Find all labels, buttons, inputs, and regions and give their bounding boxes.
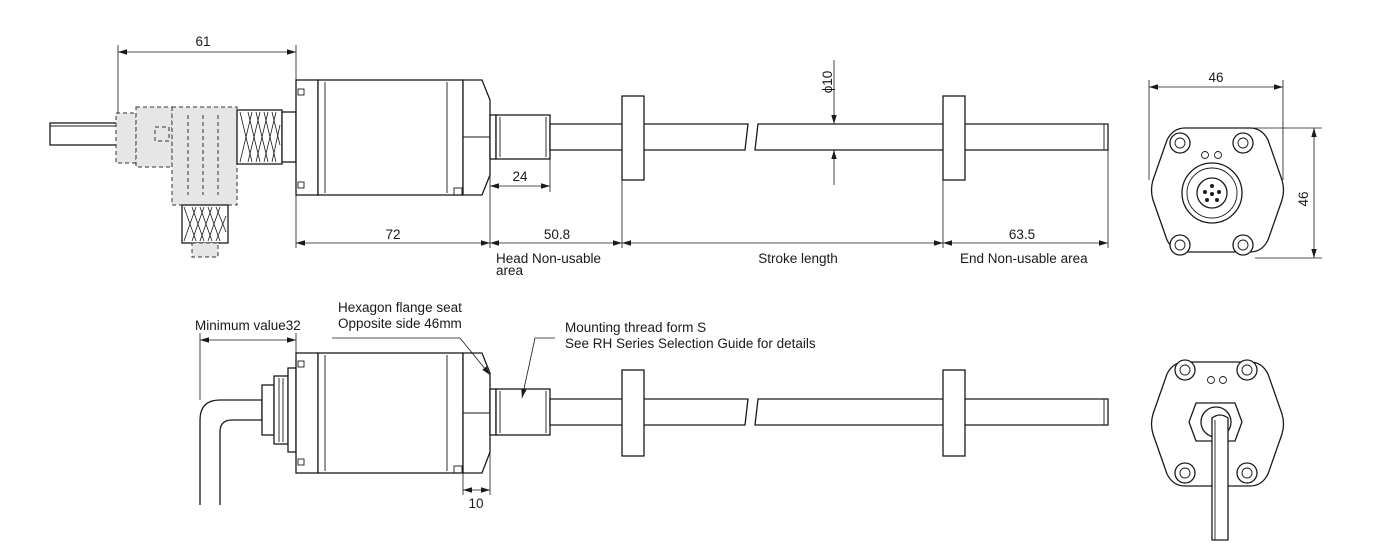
top-view-sensor	[49, 79, 1109, 258]
position-magnet-head	[621, 95, 645, 181]
magnet-bottom-head	[621, 369, 645, 457]
lower-knurled-nut	[181, 204, 229, 244]
dim-24-label: 24	[512, 169, 528, 184]
stroke-length-label: Stroke length	[758, 251, 838, 266]
angled-connector-body	[171, 106, 238, 206]
bottom-dimensions: Minimum value32 10 Hexagon flange seat O…	[195, 300, 816, 511]
sensor-head-housing	[317, 79, 464, 196]
bent-cable	[199, 399, 263, 505]
end-non-usable-label: End Non-usable area	[960, 251, 1088, 266]
connector-knurled-nut	[236, 109, 283, 165]
measuring-rod-bottom	[754, 398, 1109, 426]
bottom-view-sensor	[199, 352, 1109, 505]
cable-end-view	[1211, 414, 1229, 541]
measuring-rod-end	[754, 123, 1109, 151]
position-magnet-end	[942, 95, 966, 181]
hex-flange-label-1: Hexagon flange seat	[338, 300, 462, 315]
min-value-label: Minimum value32	[195, 318, 301, 333]
dim-50-8-label: 50.8	[544, 227, 570, 242]
sensor-head-housing-bottom	[317, 352, 464, 474]
dim-63-5-label: 63.5	[1009, 227, 1035, 242]
mounting-thread-bottom	[495, 388, 551, 436]
dim-61-label: 61	[195, 34, 210, 49]
measuring-rod	[549, 123, 749, 151]
face-height-label: 46	[1296, 191, 1311, 206]
dim-phi10-label: ϕ10	[820, 71, 835, 94]
head-non-usable-label-2: area	[496, 263, 524, 278]
mounting-thread-label-1: Mounting thread form S	[565, 320, 706, 335]
hex-flange	[462, 79, 491, 196]
cable-gland	[261, 384, 275, 436]
hex-flange-label-2: Opposite side 46mm	[338, 316, 462, 331]
mounting-thread	[495, 114, 551, 160]
magnet-bottom-end	[942, 369, 966, 457]
flange-10-label: 10	[468, 496, 483, 511]
head-non-usable-label-1: Head Non-usable	[496, 251, 601, 266]
top-end-view: 46 46	[1148, 70, 1322, 259]
face-width-label: 46	[1208, 70, 1223, 85]
mounting-thread-label-2: See RH Series Selection Guide for detail…	[565, 336, 816, 351]
top-dimensions: 61 72 50.8 63.5 24 ϕ10 Head Non-usable a…	[117, 34, 1109, 278]
dim-72-label: 72	[385, 227, 400, 242]
connector-ferrule	[115, 112, 137, 164]
bottom-end-view	[1150, 359, 1285, 541]
